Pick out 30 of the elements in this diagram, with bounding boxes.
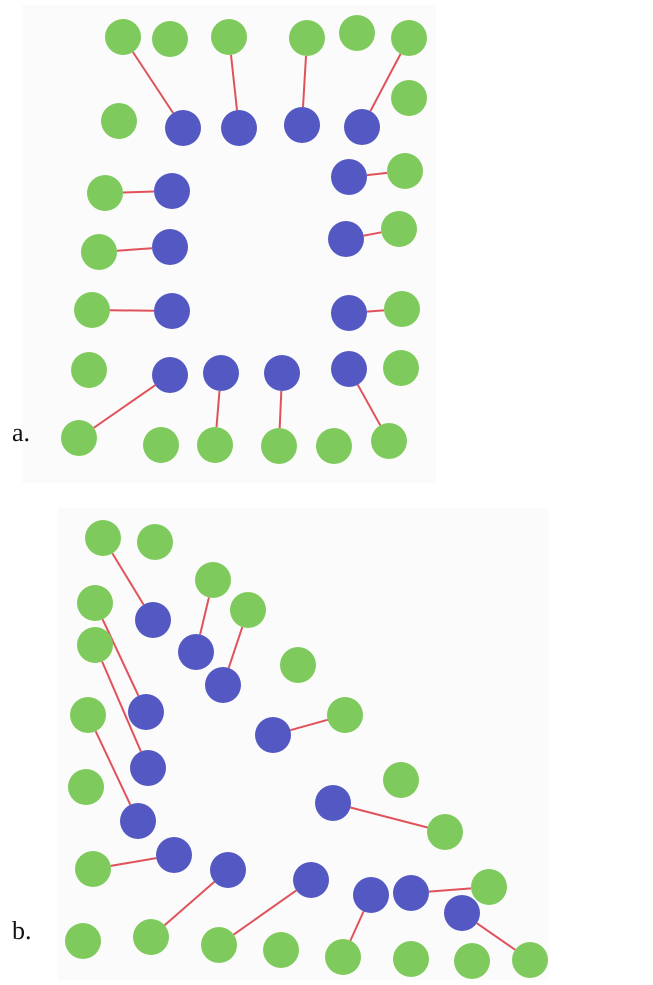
connector-line: [112, 552, 144, 606]
connector-line: [122, 190, 154, 194]
connector-line: [93, 384, 156, 429]
connector-line: [370, 53, 402, 112]
connector-line: [132, 51, 174, 114]
connector-line: [350, 806, 428, 828]
connector-line: [110, 309, 154, 312]
connector-line: [110, 857, 156, 867]
connector-line: [101, 661, 142, 752]
connector-line: [216, 390, 220, 428]
connector-line: [476, 922, 516, 951]
connector-line: [230, 54, 238, 110]
connector-line: [278, 390, 282, 428]
connector-line: [228, 626, 244, 668]
connector-line: [290, 718, 328, 732]
connector-line: [356, 384, 382, 426]
connector-line: [94, 730, 132, 806]
panel-label: a.: [12, 420, 30, 446]
connector-line: [164, 881, 216, 926]
connector-line: [102, 618, 140, 696]
connector-line: [349, 910, 365, 942]
connector-line: [116, 247, 152, 252]
connector-line: [233, 890, 297, 936]
panel-label: b.: [12, 918, 32, 944]
connector-line: [366, 309, 384, 313]
connector-line: [428, 887, 472, 893]
connector-line: [364, 231, 382, 237]
connector-line: [199, 597, 210, 635]
connector-line: [302, 56, 307, 108]
connector-line: [366, 172, 388, 176]
